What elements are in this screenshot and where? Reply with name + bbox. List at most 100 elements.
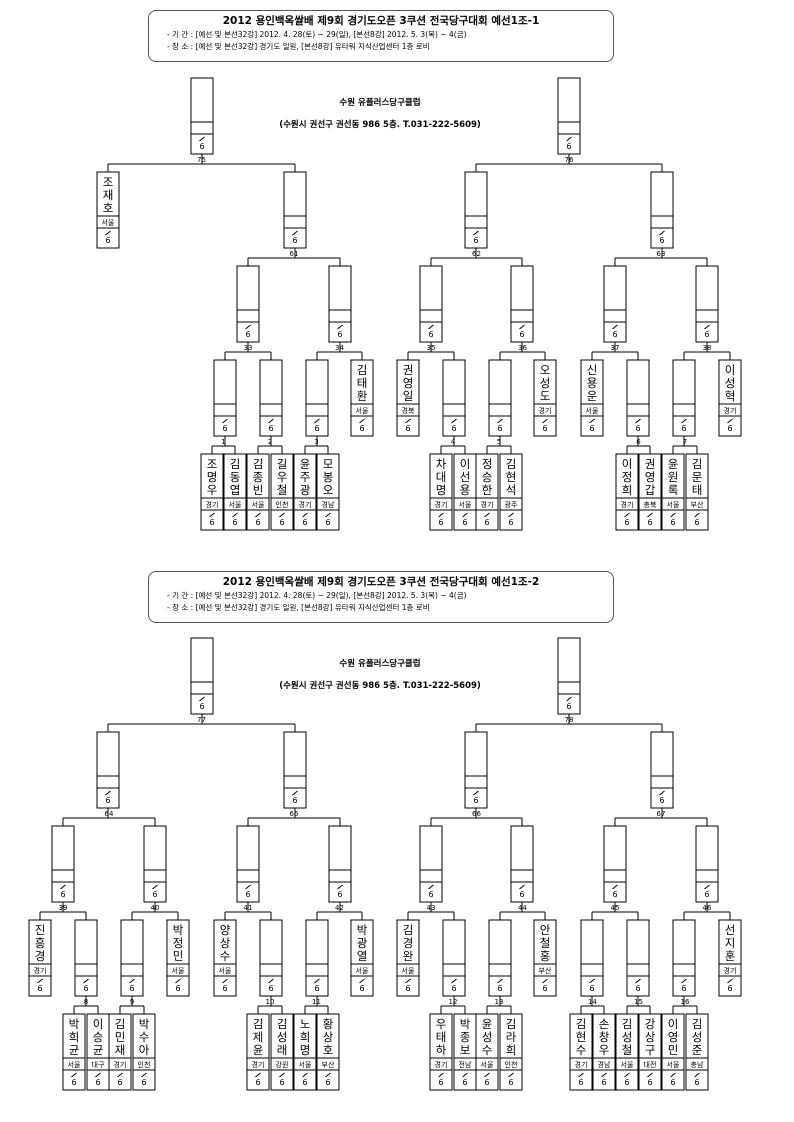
bracket-line	[438, 512, 444, 518]
score-label: 6	[484, 518, 489, 527]
player-name-char: 종	[253, 470, 264, 484]
score-label: 6	[105, 236, 110, 245]
player-box	[316, 1013, 340, 1091]
player-name-char: 한	[482, 483, 493, 497]
bracket-line	[105, 230, 111, 236]
score-label: 6	[670, 518, 675, 527]
bracket-line	[694, 1072, 700, 1078]
player-name-char: 신	[587, 363, 598, 377]
score-label: 6	[428, 330, 433, 339]
match-number: 12	[449, 998, 458, 1006]
bracket-line	[519, 324, 525, 330]
player-name-char: 이	[622, 457, 633, 471]
player-box	[396, 919, 420, 997]
match-number: 2	[268, 438, 272, 446]
match-number: 61	[290, 250, 299, 258]
player-name-char: 승	[93, 1030, 104, 1044]
player-name-char: 김	[692, 457, 703, 471]
player-name-char: 명	[207, 470, 218, 484]
score-label: 6	[438, 518, 443, 527]
score-label: 6	[612, 330, 617, 339]
player-box	[293, 1013, 317, 1091]
player-region: 경기	[114, 1060, 127, 1069]
player-name-char: 석	[506, 483, 517, 497]
player-name-char: 완	[403, 949, 414, 963]
score-label: 6	[292, 796, 297, 805]
player-region: 광주	[505, 501, 518, 509]
player-name-char: 정	[173, 936, 184, 950]
score-label: 6	[508, 1078, 513, 1087]
bracket-line	[647, 512, 653, 518]
match-number: 7	[683, 438, 687, 446]
match-number: 10	[266, 998, 275, 1006]
player-name-char: 흥	[35, 936, 46, 950]
player-box	[270, 453, 294, 531]
player-name-char: 이	[460, 457, 471, 471]
bracket-line	[451, 978, 457, 984]
player-name-char: 재	[103, 188, 114, 202]
player-box	[718, 359, 742, 437]
player-name-char: 하	[436, 1043, 447, 1057]
bracket-line	[359, 418, 365, 424]
score-label: 6	[359, 424, 364, 433]
score-label: 6	[670, 1078, 675, 1087]
score-label: 6	[175, 984, 180, 993]
player-name-char: 갑	[645, 483, 656, 497]
player-region: 경기	[481, 500, 494, 509]
player-region: 경남	[322, 500, 335, 509]
score-label: 6	[279, 1078, 284, 1087]
player-name-char: 주	[300, 470, 311, 484]
player-name-char: 민	[668, 1043, 679, 1057]
player-name-char: 환	[357, 389, 368, 403]
player-region: 경기	[539, 406, 552, 415]
player-name-char: 창	[599, 1030, 610, 1044]
score-label: 6	[438, 1078, 443, 1087]
score-label: 6	[589, 984, 594, 993]
match-number: 5	[497, 438, 501, 446]
player-region: 서울	[356, 966, 369, 975]
score-label: 6	[245, 330, 250, 339]
player-region: 충북	[644, 500, 657, 509]
player-name-char: 호	[323, 1043, 334, 1057]
player-region: 서울	[586, 406, 599, 415]
score-label: 6	[314, 424, 319, 433]
player-name-char: 록	[668, 483, 679, 497]
bracket-line	[359, 978, 365, 984]
player-name-char: 손	[599, 1017, 610, 1031]
player-name-char: 김	[277, 1017, 288, 1031]
player-name-char: 길	[277, 457, 288, 471]
bracket-line	[624, 512, 630, 518]
bracket-line	[71, 1072, 77, 1078]
player-box	[350, 359, 374, 437]
player-box	[270, 1013, 294, 1091]
player-name-char: 오	[540, 363, 551, 377]
score-label: 6	[566, 142, 571, 151]
player-name-char: 현	[576, 1030, 587, 1044]
score-label: 6	[542, 984, 547, 993]
player-region: 경기	[34, 966, 47, 975]
player-name-char: 호	[103, 201, 114, 215]
bracket-line	[279, 1072, 285, 1078]
bracket-line	[222, 418, 228, 424]
player-box	[396, 359, 420, 437]
score-label: 6	[325, 1078, 330, 1087]
score-label: 6	[405, 424, 410, 433]
player-name-char: 광	[357, 936, 368, 950]
bracket-line	[232, 512, 238, 518]
score-label: 6	[647, 518, 652, 527]
bracket-line	[438, 1072, 444, 1078]
match-number: 75	[197, 156, 206, 164]
player-name-char: 문	[692, 470, 703, 484]
bracket-line	[473, 790, 479, 796]
player-box	[316, 453, 340, 531]
player-name-char: 희	[622, 483, 633, 497]
player-name-char: 태	[357, 376, 368, 390]
player-region: 경기	[435, 500, 448, 509]
score-label: 6	[292, 236, 297, 245]
score-label: 6	[255, 518, 260, 527]
bracket-line	[37, 978, 43, 984]
bracket-line	[175, 978, 181, 984]
section-2-venue-name: 수원 유플러스당구클럽	[339, 659, 421, 669]
player-name-char: 권	[645, 457, 656, 471]
player-region: 경기	[575, 1060, 588, 1069]
